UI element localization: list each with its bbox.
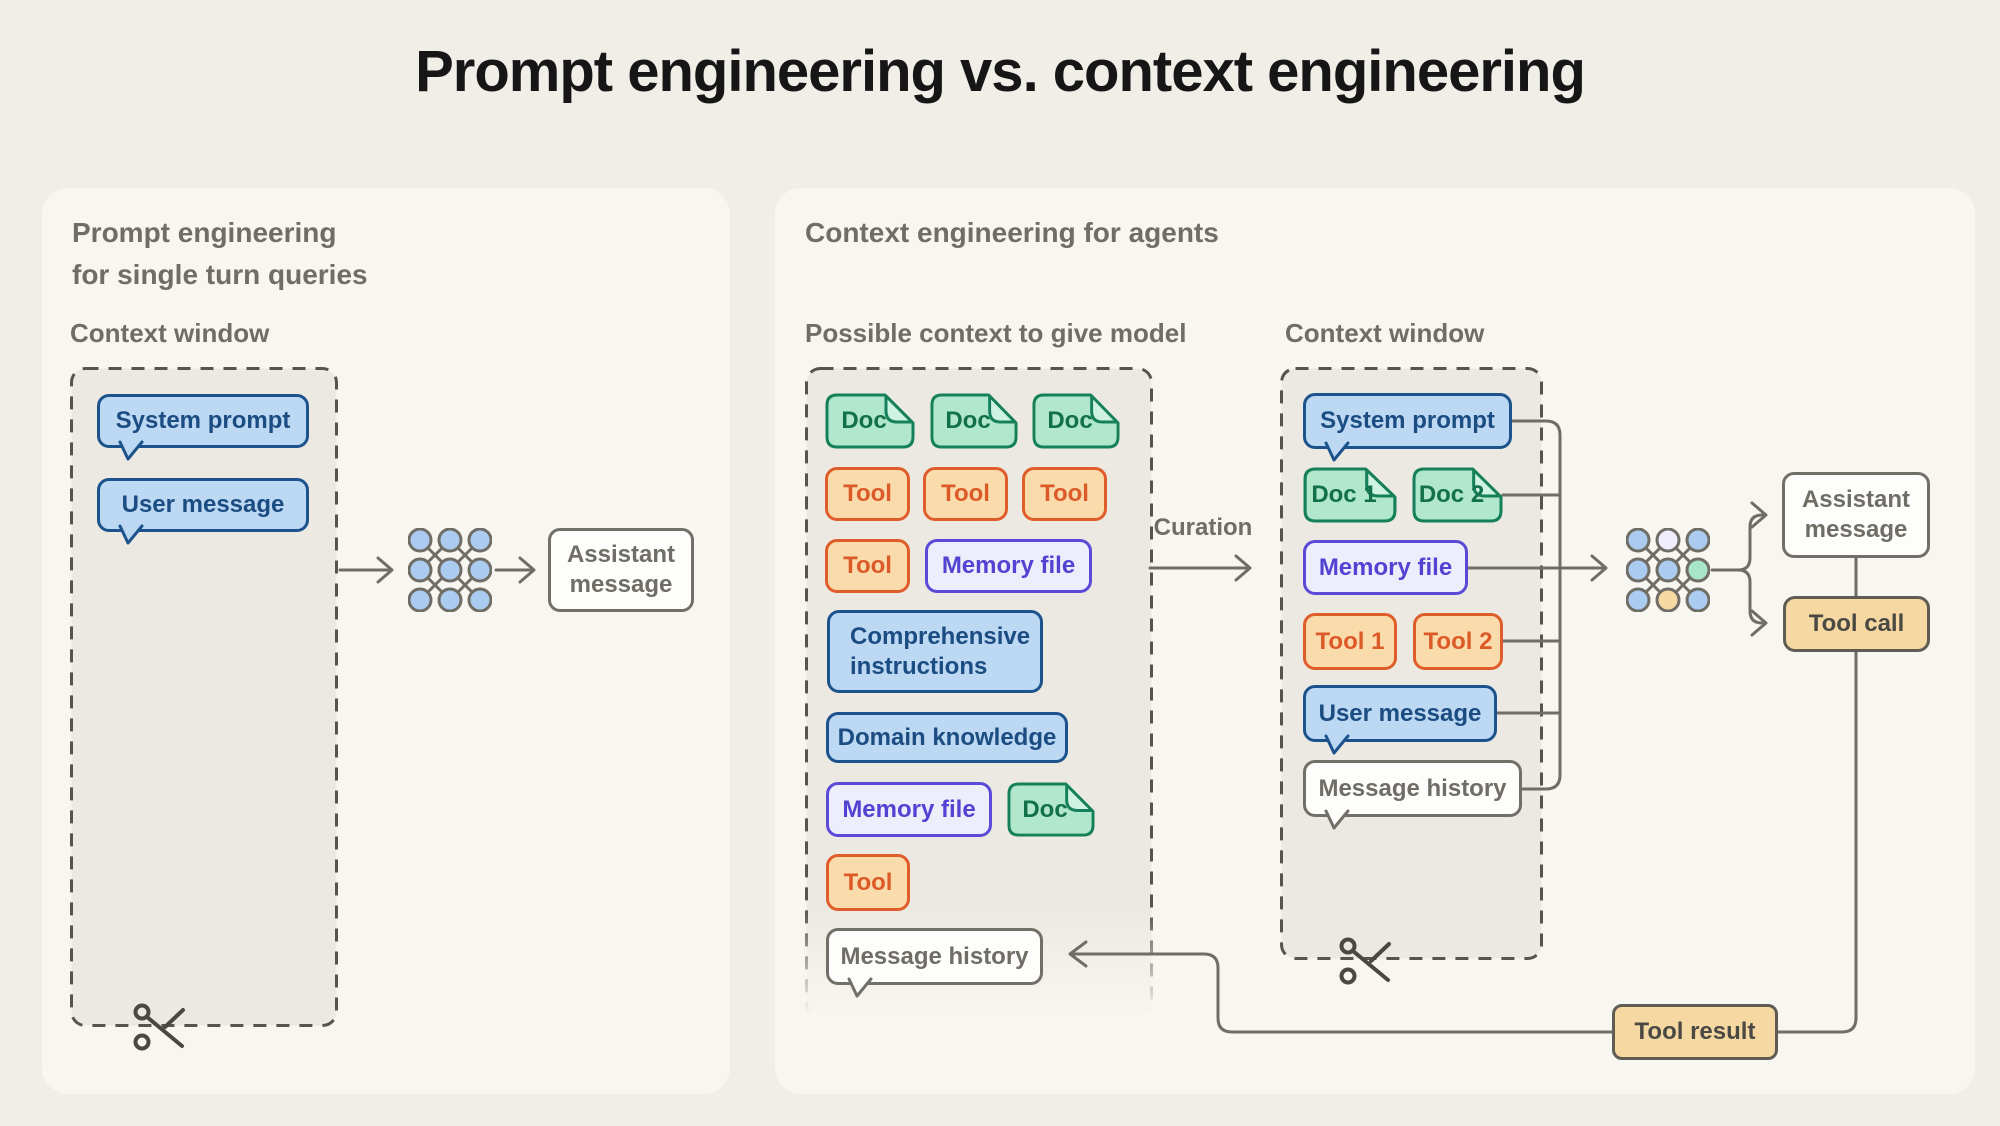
- user-message-bubble: User message: [97, 478, 309, 545]
- tool-label: Tool: [843, 480, 892, 507]
- system-prompt-label: System prompt: [115, 407, 291, 434]
- tool-item: Tool 2: [1413, 613, 1503, 670]
- assistant-message-line2: message: [569, 571, 673, 598]
- right-panel-heading: Context engineering for agents: [805, 217, 1219, 248]
- comprehensive-instructions-line2: instructions: [850, 652, 988, 680]
- doc-item: Doc: [825, 393, 915, 449]
- bubble-tail-icon: [118, 524, 144, 545]
- document-icon: [1412, 467, 1503, 523]
- scissors-icon: [1339, 937, 1391, 985]
- tool-label: Tool: [843, 552, 892, 579]
- doc-item: Doc: [930, 393, 1018, 449]
- memory-file-item: Memory file: [925, 539, 1092, 593]
- tool-item: Tool: [825, 539, 910, 593]
- llm-network-icon: [1626, 528, 1710, 612]
- assistant-message-line2: message: [1804, 516, 1908, 543]
- assistant-message-line1: Assistant: [1801, 486, 1911, 513]
- tool-result-label: Tool result: [1634, 1018, 1756, 1045]
- system-prompt-bubble: System prompt: [97, 394, 309, 461]
- tool-result-box: Tool result: [1612, 1004, 1778, 1060]
- page-title: Prompt engineering vs. context engineeri…: [415, 39, 1586, 104]
- assistant-message-box: Assistant message: [1782, 472, 1930, 558]
- message-history-bubble: Message history: [826, 928, 1043, 998]
- domain-knowledge-item: Domain knowledge: [826, 712, 1068, 763]
- doc-label: Doc: [841, 407, 887, 434]
- user-message-label: User message: [121, 491, 285, 518]
- comprehensive-instructions-line1: Comprehensive: [850, 622, 1031, 650]
- tool-item: Tool: [825, 467, 910, 521]
- tool-item: Tool: [826, 854, 910, 911]
- left-context-window-box: [70, 367, 338, 1027]
- comprehensive-instructions-item: Comprehensive instructions: [827, 610, 1043, 693]
- bubble-tail-icon: [847, 977, 873, 998]
- left-context-window-label: Context window: [70, 318, 270, 348]
- doc-item: Doc 2: [1412, 467, 1503, 523]
- bubble-tail-icon: [118, 440, 144, 461]
- document-icon: [930, 393, 1018, 449]
- doc-label: Doc: [1047, 407, 1093, 434]
- tool-call-label: Tool call: [1808, 610, 1905, 637]
- message-history-label: Message history: [1318, 774, 1507, 802]
- bubble-tail-icon: [1324, 809, 1350, 830]
- memory-file-label: Memory file: [941, 552, 1076, 579]
- user-message-bubble: User message: [1303, 685, 1497, 755]
- left-panel-heading: Prompt engineering for single turn queri…: [72, 212, 368, 296]
- tool-item: Tool: [923, 467, 1008, 521]
- tool-item: Tool 1: [1303, 613, 1397, 670]
- assistant-message-box: Assistant message: [548, 528, 694, 612]
- assistant-message-line1: Assistant: [566, 541, 676, 568]
- doc-item: Doc: [1032, 393, 1120, 449]
- memory-file-item: Memory file: [1303, 540, 1468, 595]
- possible-context-label: Possible context to give model: [805, 318, 1187, 348]
- system-prompt-label: System prompt: [1320, 407, 1495, 434]
- tool-item: Tool: [1022, 467, 1107, 521]
- right-context-window-label: Context window: [1285, 318, 1485, 348]
- tool-label: Tool 2: [1423, 627, 1493, 655]
- curation-label: Curation: [1153, 514, 1253, 541]
- message-history-label: Message history: [840, 942, 1029, 970]
- doc-label: Doc: [945, 407, 991, 434]
- doc-item: Doc 1: [1303, 467, 1397, 523]
- doc-label: Doc 2: [1418, 481, 1485, 508]
- tool-label: Tool: [1040, 480, 1089, 507]
- doc-label: Doc: [1022, 795, 1068, 823]
- memory-file-label: Memory file: [842, 795, 976, 823]
- bubble-tail-icon: [1324, 734, 1350, 755]
- memory-file-label: Memory file: [1318, 553, 1453, 581]
- message-history-bubble: Message history: [1303, 760, 1522, 830]
- doc-label: Doc 1: [1311, 481, 1377, 508]
- tool-label: Tool: [843, 868, 893, 896]
- domain-knowledge-label: Domain knowledge: [837, 723, 1057, 751]
- memory-file-item: Memory file: [826, 782, 992, 837]
- left-panel-heading-line1: Prompt engineering: [72, 217, 337, 248]
- document-icon: [1303, 467, 1397, 523]
- llm-network-icon: [408, 528, 492, 612]
- document-icon: [825, 393, 915, 449]
- scissors-icon: [133, 1003, 185, 1051]
- tool-label: Tool: [941, 480, 990, 507]
- tool-label: Tool 1: [1315, 627, 1385, 655]
- doc-item: Doc: [1007, 782, 1095, 837]
- user-message-label: User message: [1318, 699, 1482, 727]
- bubble-tail-icon: [1324, 441, 1350, 462]
- tool-call-box: Tool call: [1783, 596, 1930, 652]
- document-icon: [1032, 393, 1120, 449]
- system-prompt-bubble: System prompt: [1303, 393, 1512, 462]
- left-panel-heading-line2: for single turn queries: [72, 259, 368, 290]
